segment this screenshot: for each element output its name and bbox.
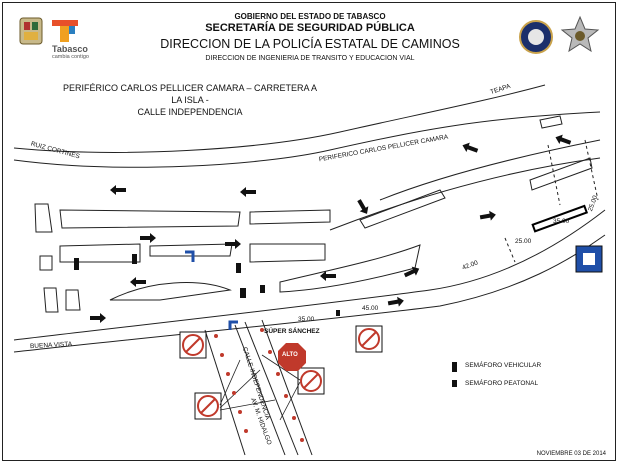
legend-vehicle-light-icon bbox=[452, 362, 457, 372]
info-sign-icon bbox=[575, 245, 603, 273]
police-badge-icon bbox=[519, 20, 553, 54]
state-emblem-icon bbox=[19, 17, 43, 45]
tabasco-tagline: cambia contigo bbox=[52, 54, 89, 60]
legend-peatonal: SEMÁFORO PEATONAL bbox=[465, 380, 539, 387]
arrow-icon bbox=[110, 185, 126, 195]
roads bbox=[13, 84, 606, 456]
no-turn-sign-icon bbox=[194, 392, 222, 420]
sign-leaders bbox=[219, 354, 301, 421]
legend-pedestrian-light-icon bbox=[452, 380, 457, 387]
teapa-road-edge-2 bbox=[329, 157, 601, 231]
lane-markers bbox=[214, 328, 304, 442]
median-island bbox=[539, 115, 563, 129]
title-line-1: PERIFÉRICO CARLOS PELLICER CAMARA – CARR… bbox=[62, 83, 318, 105]
arrow-icon bbox=[140, 233, 156, 243]
legend-vehicular: SEMÁFORO VEHICULAR bbox=[465, 362, 542, 369]
median-island bbox=[34, 203, 53, 233]
measure-25-left: 25.00 bbox=[515, 238, 532, 245]
median-island bbox=[65, 289, 81, 311]
median-island bbox=[39, 255, 53, 271]
median-island bbox=[249, 243, 326, 263]
median-island bbox=[59, 243, 141, 263]
arrow-icon bbox=[240, 187, 256, 197]
arrow-icon bbox=[130, 277, 146, 287]
no-turn-sign-icon bbox=[297, 367, 325, 395]
arrow-icon bbox=[403, 266, 420, 278]
buena-vista-road-edge-2 bbox=[13, 234, 606, 353]
secretaria-title: SECRETARÍA DE SEGURIDAD PÚBLICA bbox=[205, 22, 415, 34]
vehicle-traffic-light-icon bbox=[240, 288, 246, 298]
median-island bbox=[249, 209, 331, 225]
gov-title: GOBIERNO DEL ESTADO DE TABASCO bbox=[234, 12, 386, 21]
arrow-icon bbox=[555, 134, 572, 145]
arrow-icon bbox=[225, 239, 241, 249]
bridge-marker bbox=[531, 204, 589, 233]
hidalgo-edge bbox=[261, 319, 313, 456]
arrow-icon bbox=[479, 210, 496, 221]
turn-arrow-icon bbox=[185, 250, 195, 262]
median-island bbox=[529, 157, 593, 191]
tabasco-logo-icon bbox=[52, 20, 78, 42]
no-turn-signs bbox=[179, 325, 383, 420]
teapa-road-edge bbox=[379, 139, 601, 201]
subdireccion-title: DIRECCION DE INGENIERIA DE TRANSITO Y ED… bbox=[205, 55, 415, 62]
median-island bbox=[359, 189, 446, 229]
stop-sign-label: ALTO bbox=[282, 352, 298, 358]
map-frame bbox=[2, 2, 616, 461]
no-turn-sign-icon bbox=[355, 325, 383, 353]
median-island bbox=[59, 209, 241, 229]
measure-45: 45.00 bbox=[362, 305, 379, 312]
tabasco-logo-label: Tabasco bbox=[52, 44, 88, 54]
independencia-edge bbox=[204, 329, 246, 456]
hidalgo-edge bbox=[244, 321, 299, 456]
vehicle-traffic-light-icon bbox=[74, 258, 79, 270]
vehicle-traffic-light-icon bbox=[132, 254, 137, 264]
diagram-date: NOVIEMBRE 03 DE 2014 bbox=[536, 451, 606, 457]
buena-vista-road-edge bbox=[13, 209, 606, 341]
direccion-title: DIRECCION DE LA POLICÍA ESTATAL DE CAMIN… bbox=[160, 37, 460, 51]
crosswalk-line bbox=[504, 237, 516, 263]
arrow-icon bbox=[387, 296, 404, 307]
traffic-lights bbox=[74, 254, 457, 387]
median-island bbox=[279, 244, 421, 293]
star-badge-icon bbox=[560, 15, 600, 53]
independencia-edge bbox=[234, 324, 286, 456]
no-u-turn-sign-icon bbox=[179, 331, 207, 359]
pedestrian-traffic-light-icon bbox=[260, 285, 265, 293]
diagram-title: PERIFÉRICO CARLOS PELLICER CAMARA – CARR… bbox=[60, 82, 320, 118]
periferico-south-edge bbox=[13, 111, 601, 168]
periferico-north-edge bbox=[13, 84, 546, 153]
arrow-icon bbox=[320, 271, 336, 281]
pedestrian-traffic-light-icon bbox=[336, 310, 340, 316]
direction-arrows bbox=[90, 134, 572, 323]
arrow-icon bbox=[90, 313, 106, 323]
arrow-icon bbox=[357, 199, 369, 214]
median-island bbox=[43, 287, 59, 313]
measure-35-bottom: 35.00 bbox=[298, 316, 315, 323]
measure-35-top: 35.00 bbox=[553, 218, 570, 225]
median-island bbox=[109, 282, 232, 301]
turn-arrow-icon bbox=[228, 320, 238, 330]
vehicle-traffic-light-icon bbox=[236, 263, 241, 273]
crosswalk-line bbox=[584, 139, 599, 201]
arrow-icon bbox=[462, 142, 479, 153]
place-label-super-sanchez: SÚPER SÁNCHEZ bbox=[264, 328, 320, 335]
median-island bbox=[149, 243, 233, 257]
crosswalk-line bbox=[547, 144, 561, 206]
title-line-2: CALLE INDEPENDENCIA bbox=[137, 107, 243, 117]
stop-sign-icon bbox=[278, 343, 306, 371]
